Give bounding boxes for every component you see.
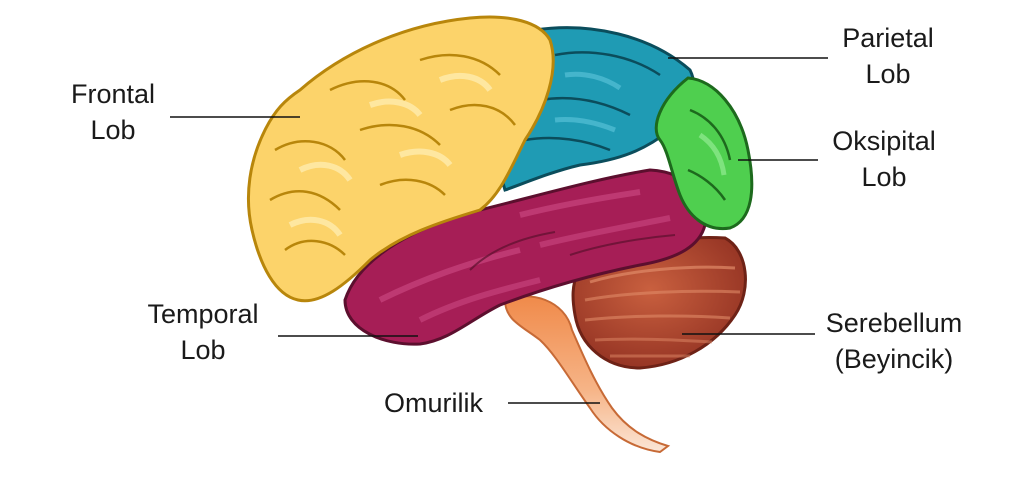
brainstem-shape — [503, 295, 671, 454]
frontal-lobe-shape — [246, 15, 555, 303]
occipital-lobe-shape — [654, 76, 754, 231]
frontal-label-line1: Frontal — [70, 79, 156, 109]
temporal-lobe-shape — [343, 168, 708, 346]
temporal-label: Temporal Lob — [128, 296, 278, 368]
frontal-label: Frontal Lob — [52, 76, 174, 148]
serebellum-label: Serebellum (Beyincik) — [814, 305, 974, 377]
oksipital-label-line1: Oksipital — [832, 126, 936, 156]
parietal-label-line1: Parietal — [842, 23, 934, 53]
omurilik-label: Omurilik — [384, 385, 508, 421]
parietal-label: Parietal Lob — [820, 20, 956, 92]
parietal-label-line2: Lob — [865, 59, 911, 89]
serebellum-label-line2: (Beyincik) — [834, 344, 954, 374]
frontal-label-line2: Lob — [90, 115, 136, 145]
serebellum-label-line1: Serebellum — [825, 308, 963, 338]
oksipital-label: Oksipital Lob — [816, 123, 952, 195]
omurilik-label-line1: Omurilik — [384, 388, 483, 418]
temporal-label-line2: Lob — [180, 335, 226, 365]
temporal-label-line1: Temporal — [147, 299, 259, 329]
oksipital-label-line2: Lob — [861, 162, 907, 192]
